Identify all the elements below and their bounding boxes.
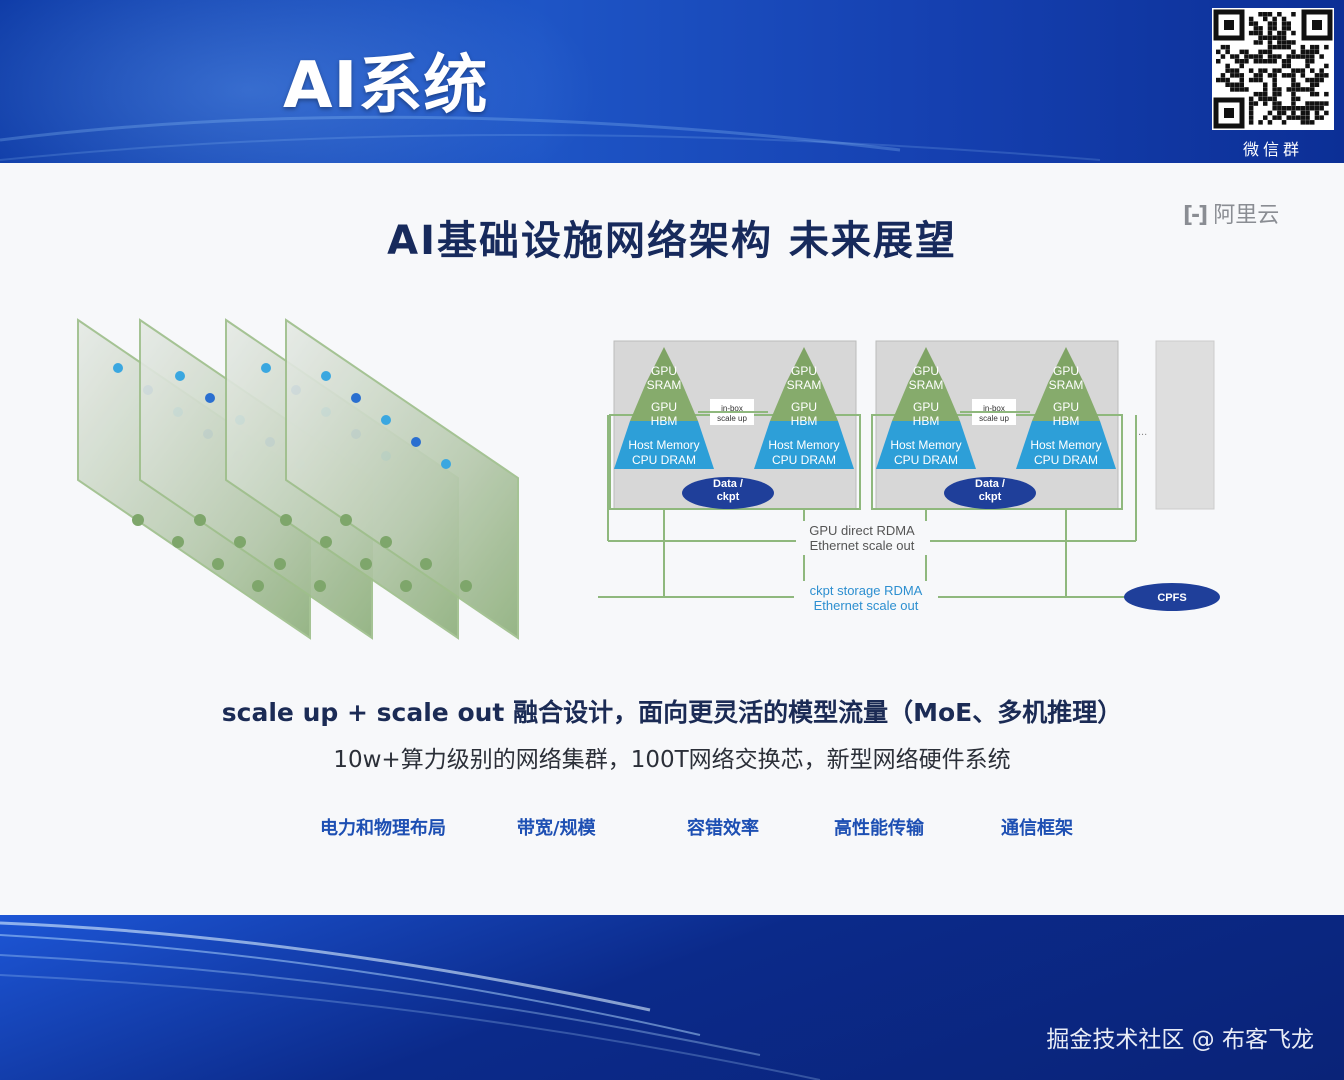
header-band [0,0,1344,163]
keyword-fault-tolerance: 容错效率 [687,818,759,839]
svg-text:Data /ckpt: Data /ckpt [713,478,743,503]
switch-node [411,437,421,447]
rack-planes-illustration [77,318,519,640]
header-decoration [0,115,1101,161]
server-node [320,536,332,548]
server-node [132,514,144,526]
switch-node [175,371,185,381]
switch-node [381,415,391,425]
server-node [212,558,224,570]
qr-caption: 微信群 [1242,140,1303,159]
subtitle-secondary: 10w+算力级别的网络集群，100T网络交换芯，新型网络硬件系统 [333,747,1011,773]
aliyun-logo-icon: [-] [1183,203,1208,228]
more-nodes-ellipsis: ... [1138,426,1147,438]
aliyun-logo: [-] 阿里云 [1183,197,1279,229]
server-node [420,558,432,570]
node-box-3 [1155,340,1215,510]
switch-node [261,363,271,373]
server-node [274,558,286,570]
switch-node [205,393,215,403]
switch-node [321,371,331,381]
page-title: AI系统 [283,49,489,123]
footer-band [0,915,1344,1080]
server-node [280,514,292,526]
data-ckpt-storage [682,477,774,509]
switch-node [113,363,123,373]
server-node [194,514,206,526]
cpfs-storage [1124,583,1220,611]
keyword-power-layout: 电力和物理布局 [320,818,446,839]
rack-plane [285,318,519,640]
slide-title: AI基础设施网络架构 未来展望 [387,218,957,264]
keyword-transport: 高性能传输 [834,818,924,839]
qr-code [1212,8,1334,130]
server-node [380,536,392,548]
server-node [360,558,372,570]
server-node [252,580,264,592]
watermark: 掘金技术社区 @ 布客飞龙 [1046,1027,1314,1053]
qr-code-image [1213,9,1333,129]
server-node [172,536,184,548]
keyword-bandwidth-scale: 带宽/规模 [517,818,596,839]
footer-light-streaks [0,921,821,1080]
server-node [340,514,352,526]
svg-text:Data /ckpt: Data /ckpt [975,478,1005,503]
aliyun-logo-text: 阿里云 [1213,203,1280,228]
server-node [400,580,412,592]
data-ckpt-storage [944,477,1036,509]
server-node [460,580,472,592]
switch-node [441,459,451,469]
server-node [234,536,246,548]
subtitle-main: scale up + scale out 融合设计，面向更灵活的模型流量（MoE… [221,698,1123,727]
switch-node [351,393,361,403]
server-node [314,580,326,592]
cpfs-label: CPFS [1157,592,1186,604]
keyword-comm-framework: 通信框架 [1001,818,1073,839]
